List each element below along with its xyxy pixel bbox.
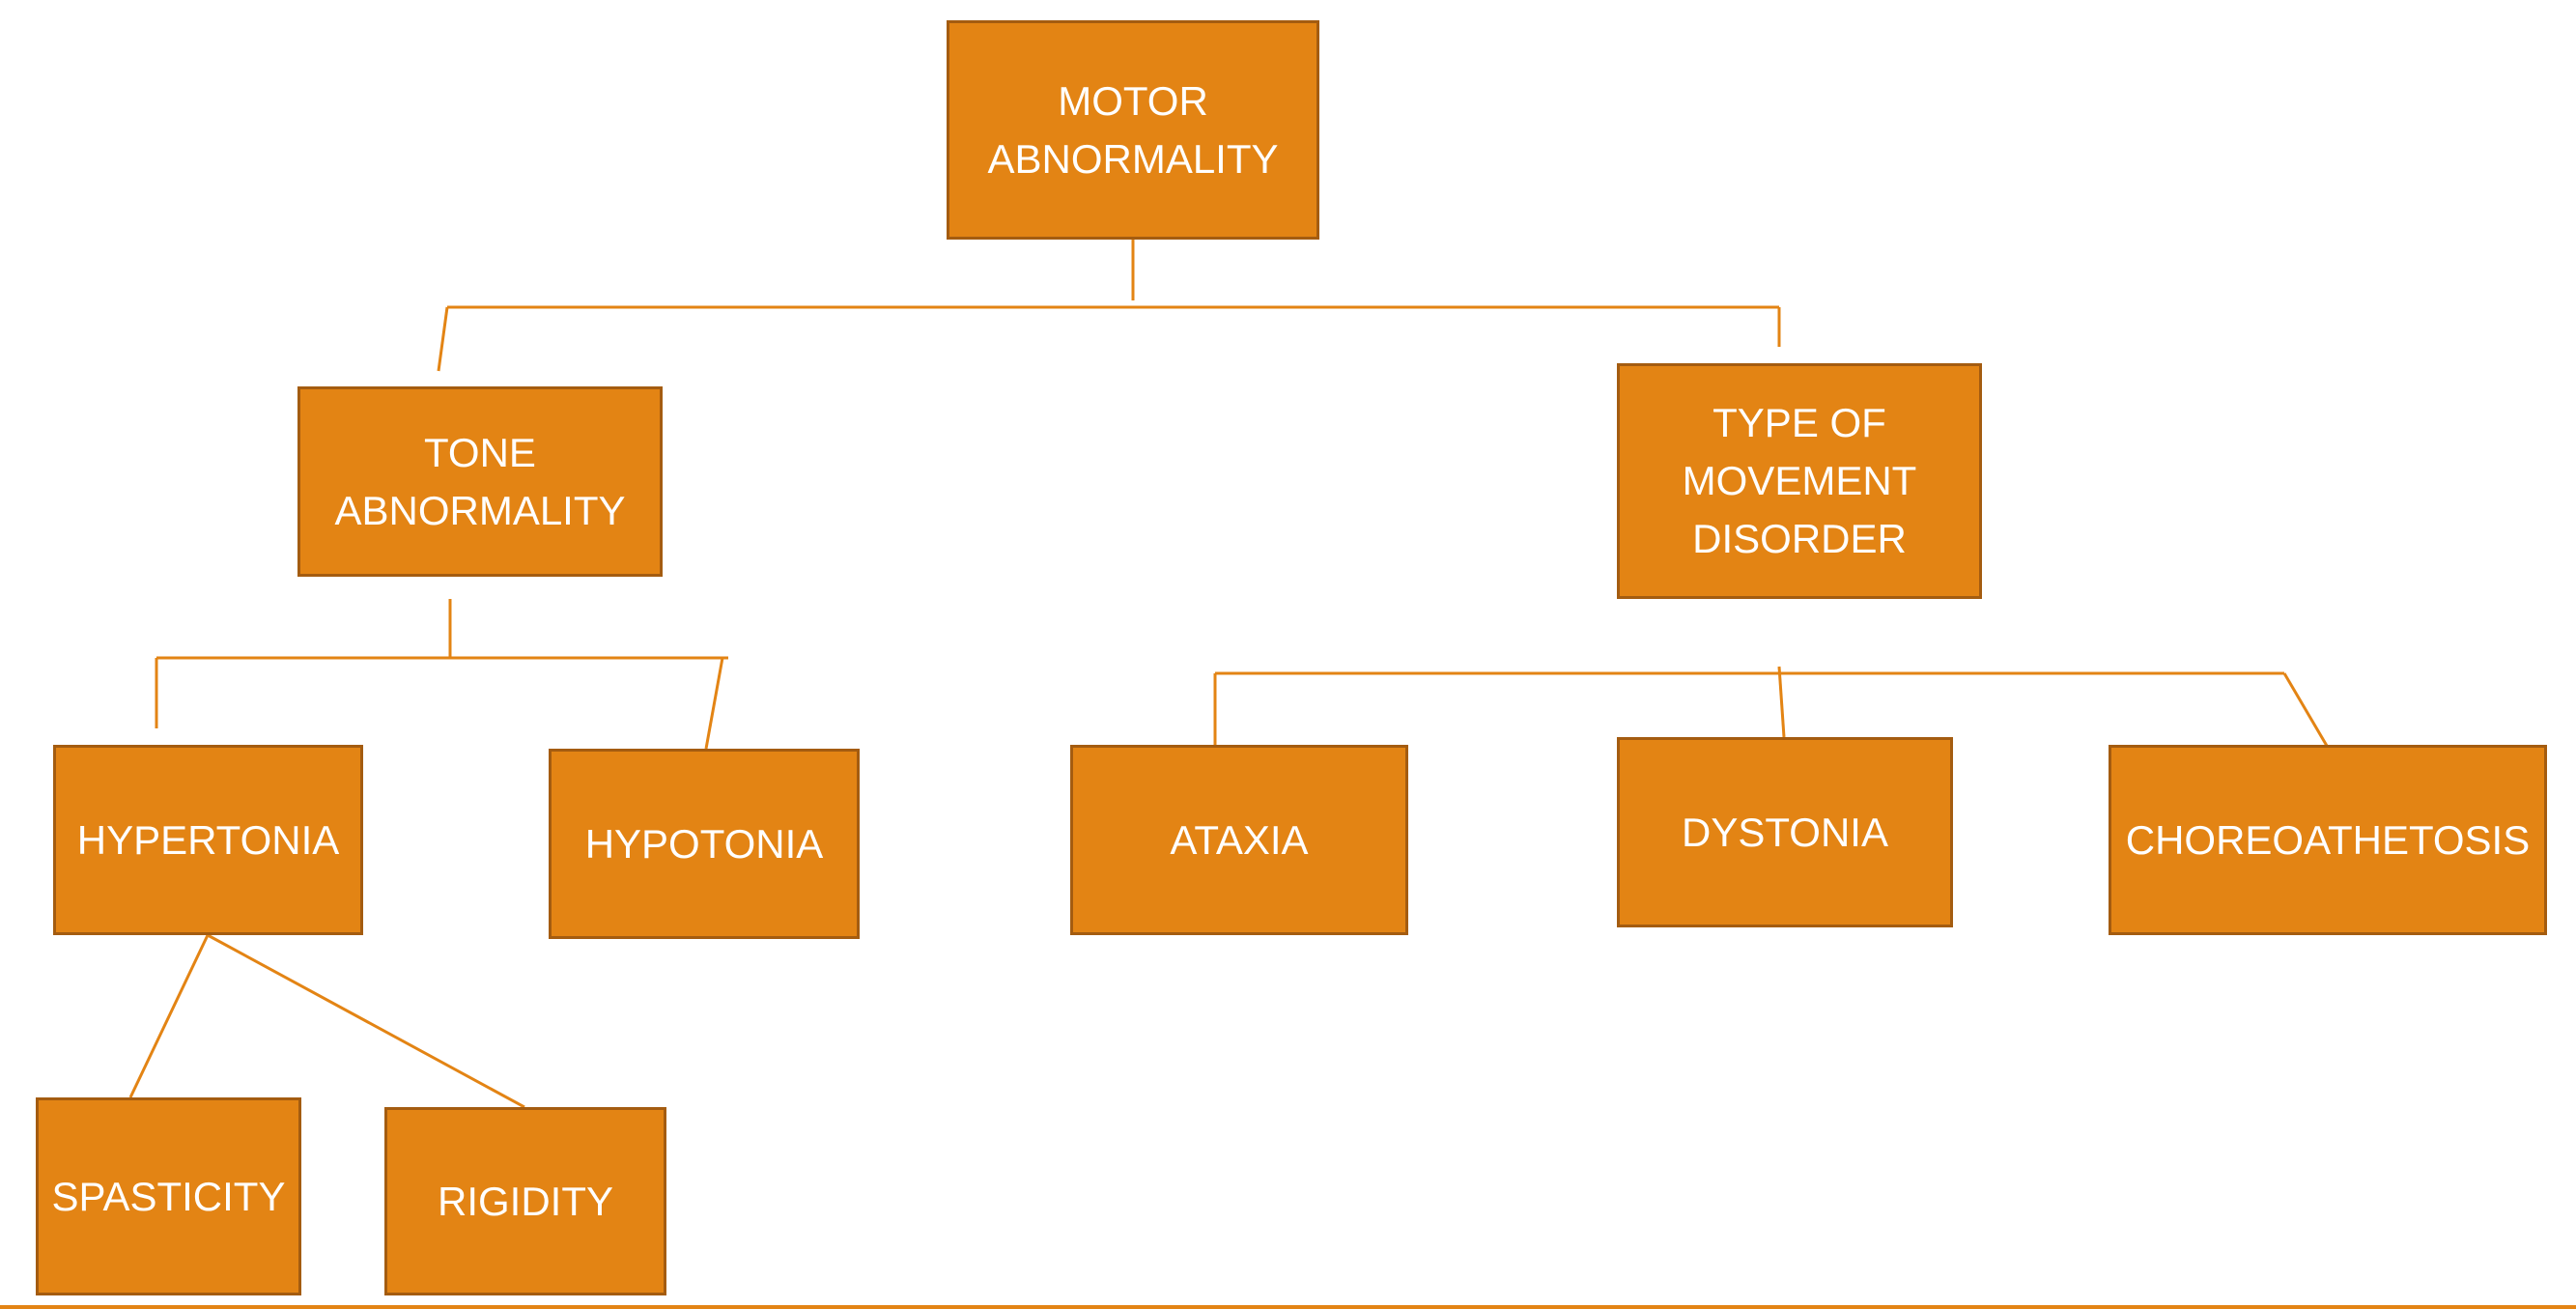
node-ataxia: ATAXIA: [1070, 745, 1408, 935]
connector-hypertonia-spasticity: [128, 934, 210, 1098]
node-choreoathetosis: CHOREOATHETOSIS: [2109, 745, 2547, 935]
connector-movement-stem: [1777, 666, 1786, 738]
node-hypotonia: HYPOTONIA: [549, 749, 860, 939]
connector-tone-hypotonia: [704, 657, 724, 750]
node-tone-abnormality: TONE ABNORMALITY: [297, 386, 663, 577]
connector-hypertonia-rigidity: [207, 933, 525, 1109]
footer-rule: [0, 1305, 2576, 1309]
node-rigidity: RIGIDITY: [384, 1107, 666, 1295]
node-hypertonia: HYPERTONIA: [53, 745, 363, 935]
node-spasticity: SPASTICITY: [36, 1097, 301, 1295]
connector-movement-choreoathetosis: [2282, 672, 2329, 747]
node-motor-abnormality: MOTOR ABNORMALITY: [947, 20, 1319, 240]
node-type-of-movement-disorder: TYPE OF MOVEMENT DISORDER: [1617, 363, 1982, 599]
node-dystonia: DYSTONIA: [1617, 737, 1953, 927]
connector-motor-tone: [437, 306, 449, 372]
